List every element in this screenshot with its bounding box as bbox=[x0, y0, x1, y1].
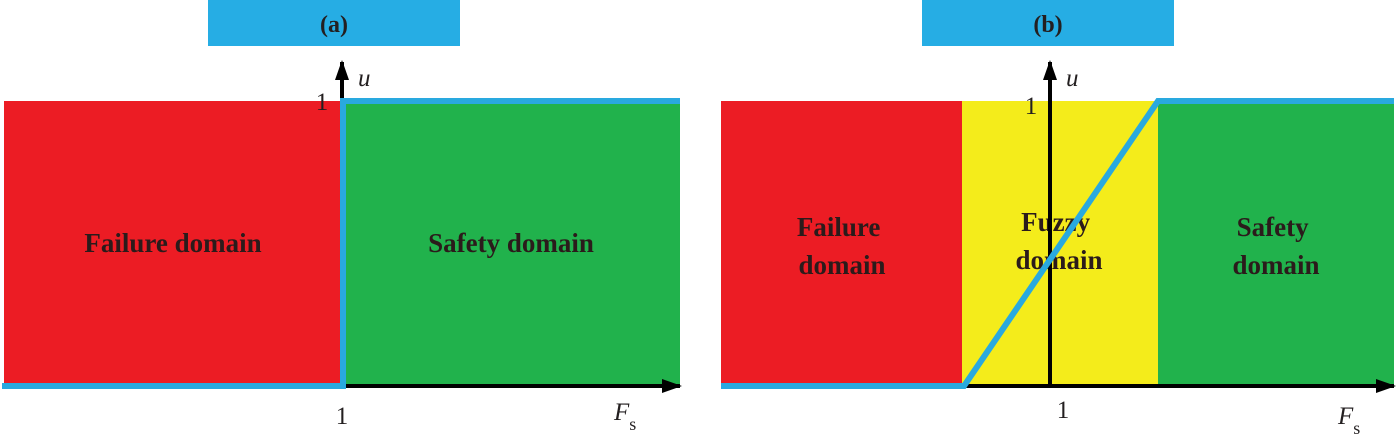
panel-a-safety-label: Safety domain bbox=[428, 228, 594, 258]
panel-a-failure-region bbox=[4, 101, 342, 387]
panel-a-tag: (a) bbox=[320, 12, 348, 38]
panel-a-membership-curve bbox=[2, 98, 680, 389]
panel-b-safety-label: Safety domain bbox=[1232, 212, 1319, 280]
panel-a-x-axis-label: Fs bbox=[613, 399, 636, 434]
panel-b-x-tick-label: 1 bbox=[1057, 397, 1070, 424]
panel-a: (a) Failure domain Safety domain 1 1 u F… bbox=[2, 0, 682, 434]
panel-a-x-tick-label: 1 bbox=[336, 403, 349, 430]
panel-b-y-tick-label: 1 bbox=[1025, 93, 1038, 120]
panel-a-y-axis-label: u bbox=[358, 65, 371, 92]
panel-b-x-axis-label: Fs bbox=[1337, 403, 1360, 438]
panel-b-safety-region bbox=[1158, 101, 1394, 387]
panel-a-safety-region bbox=[342, 101, 680, 387]
panel-a-header bbox=[208, 0, 460, 46]
panel-b: (b) Failure domain Fuzzy domain Safety d… bbox=[721, 0, 1396, 438]
panel-a-failure-label: Failure domain bbox=[84, 228, 261, 258]
panel-b-failure-region bbox=[721, 101, 962, 387]
panel-b-failure-label: Failure domain bbox=[797, 212, 887, 280]
panel-b-membership-curve bbox=[721, 98, 1394, 389]
panel-b-header bbox=[922, 0, 1174, 46]
panel-b-tag: (b) bbox=[1033, 12, 1062, 38]
panel-b-y-axis-label: u bbox=[1066, 65, 1079, 92]
panel-a-y-tick-label: 1 bbox=[316, 89, 329, 116]
